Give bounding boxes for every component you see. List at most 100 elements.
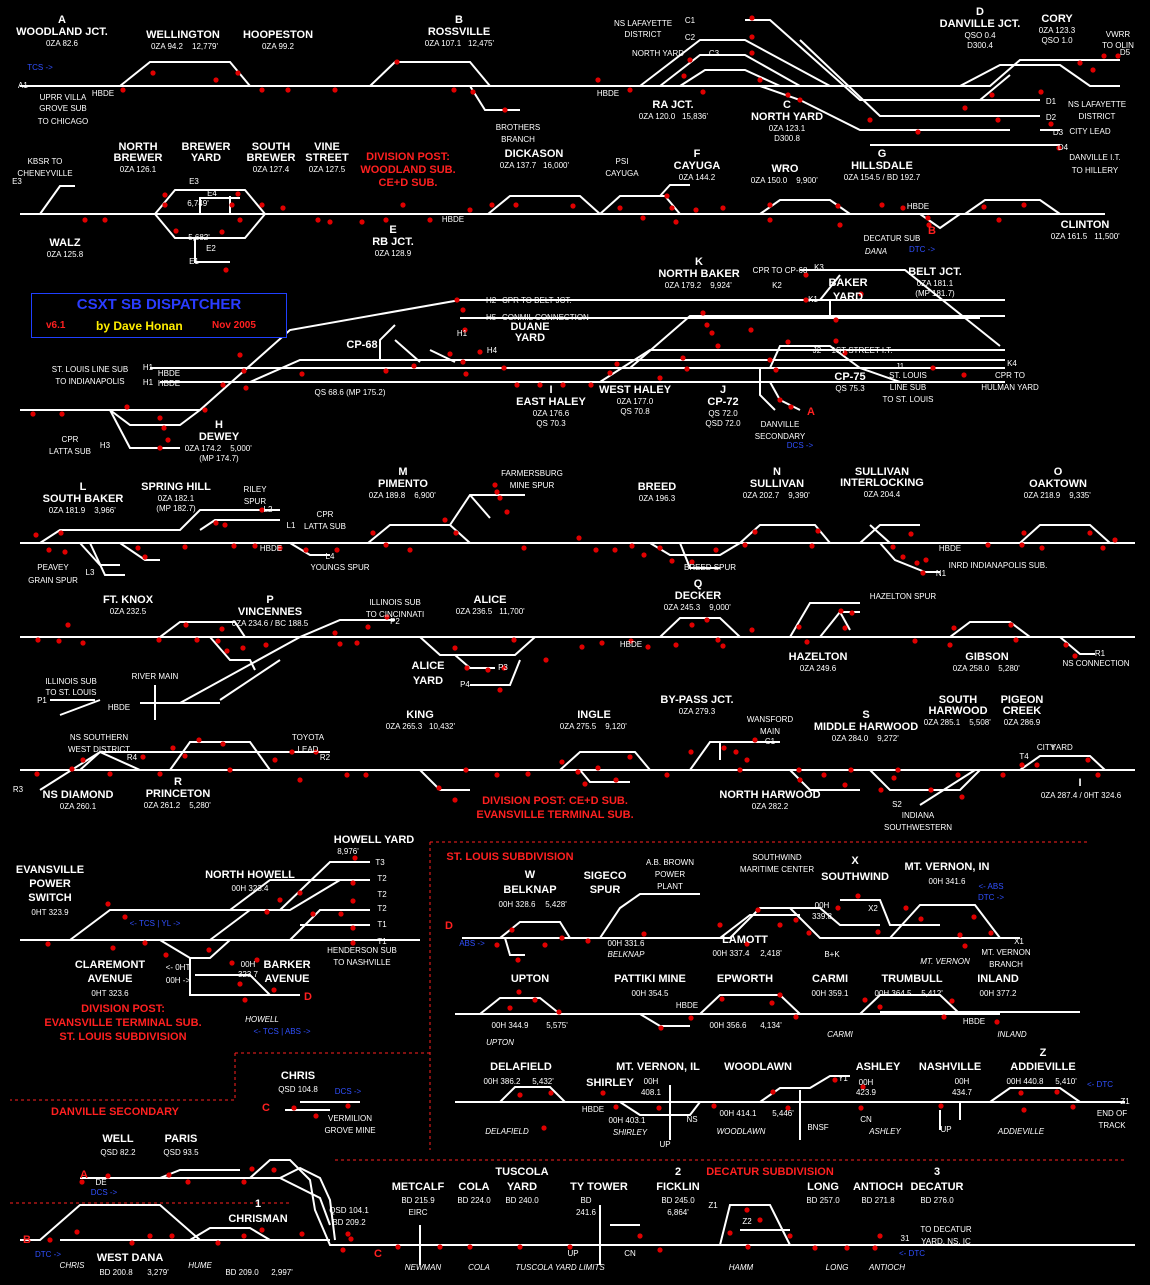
label: 434.7 — [952, 1088, 973, 1097]
label: 5,428' — [545, 900, 567, 909]
signal-icon — [303, 547, 309, 553]
signal-icon — [752, 529, 758, 535]
signal-icon — [669, 558, 675, 564]
station-name: CP-75 — [834, 371, 865, 383]
label: MARITIME CENTER — [740, 865, 814, 874]
signal-icon — [541, 1125, 547, 1131]
label: C — [374, 1248, 382, 1260]
track-segment — [194, 238, 230, 263]
label: NS SOUTHERN — [70, 733, 128, 742]
signal-icon — [842, 350, 848, 356]
signal-layer — [30, 15, 1121, 1253]
signal-icon — [467, 1244, 473, 1250]
label: INLAND — [997, 1030, 1027, 1039]
label: VWRR — [1106, 30, 1131, 39]
milepost: 0ZA 125.8 — [47, 250, 84, 259]
signal-icon — [1021, 530, 1027, 536]
signal-icon — [163, 952, 169, 958]
label: DTC -> — [909, 245, 935, 254]
signal-icon — [237, 217, 243, 223]
signal-icon — [237, 352, 243, 358]
track-segment — [487, 195, 601, 215]
banner-author: by Dave Honan — [96, 319, 183, 333]
signal-icon — [110, 945, 116, 951]
label: TO HILLERY — [1072, 166, 1119, 175]
label: YARD — [1051, 743, 1073, 752]
signal-icon — [576, 535, 582, 541]
label: UP — [940, 1125, 951, 1134]
signal-icon — [875, 929, 881, 935]
label: HAMM — [729, 1263, 754, 1272]
station-name: OAKTOWN — [1029, 478, 1087, 490]
label: T3 — [375, 858, 385, 867]
station-name: KING — [406, 709, 434, 721]
signal-icon — [254, 957, 260, 963]
signal-icon — [777, 397, 783, 403]
label: QSD 82.2 — [100, 1148, 136, 1157]
signal-icon — [955, 772, 961, 778]
milepost: D300.8 — [774, 134, 800, 143]
signal-icon — [259, 87, 265, 93]
signal-icon — [719, 996, 725, 1002]
signal-icon — [858, 1105, 864, 1111]
signal-icon — [877, 1233, 883, 1239]
label: VERMILION — [328, 1114, 372, 1123]
signal-icon — [241, 1179, 247, 1185]
label: PSI — [616, 157, 629, 166]
label: 00H 386.2 — [484, 1077, 521, 1086]
signal-icon — [220, 382, 226, 388]
signal-icon — [1056, 145, 1062, 151]
label: 8,976' — [337, 847, 359, 856]
station-name: PRINCETON — [146, 788, 211, 800]
station-name: ALICE — [474, 594, 507, 606]
label: Z1 — [708, 1201, 718, 1210]
milepost: 0ZA 285.1 — [924, 718, 961, 727]
label: Z2 — [742, 1217, 752, 1226]
station-name: SOUTH BAKER — [43, 493, 124, 505]
label: P1 — [37, 696, 47, 705]
signal-icon — [337, 641, 343, 647]
signal-icon — [599, 640, 605, 646]
track-segment — [249, 1159, 1135, 1246]
signal-icon — [359, 219, 365, 225]
label: MAIN — [760, 727, 780, 736]
signal-icon — [222, 522, 228, 528]
signal-icon — [46, 547, 52, 553]
track-segment — [689, 741, 780, 771]
label: H1 — [143, 363, 154, 372]
label: 4,134' — [760, 1021, 782, 1030]
signal-icon — [124, 404, 130, 410]
signal-icon — [35, 637, 41, 643]
signal-icon — [971, 914, 977, 920]
signal-icon — [755, 907, 761, 913]
signal-icon — [849, 610, 855, 616]
label: DANVILLE — [761, 420, 800, 429]
label: 00H — [241, 960, 256, 969]
signal-icon — [242, 997, 248, 1003]
signal-icon — [926, 222, 932, 228]
label: T4 — [1019, 752, 1029, 761]
label: NS — [686, 1115, 697, 1124]
signal-icon — [684, 366, 690, 372]
station-letter: I — [549, 384, 552, 396]
track-segment — [600, 907, 1020, 939]
track-segment — [20, 1204, 201, 1241]
signal-icon — [289, 749, 295, 755]
signal-icon — [890, 544, 896, 550]
signal-icon — [166, 1172, 172, 1178]
signal-icon — [354, 640, 360, 646]
signal-icon — [501, 665, 507, 671]
label: Y1 — [838, 1074, 848, 1083]
track-segment — [79, 542, 120, 566]
signal-icon — [613, 1104, 619, 1110]
label: <- DTC — [899, 1249, 925, 1258]
signal-icon — [299, 1231, 305, 1237]
signal-icon — [142, 554, 148, 560]
label: WOODLAWN — [717, 1127, 766, 1136]
signal-icon — [502, 107, 508, 113]
label: L1 — [287, 521, 296, 530]
signal-icon — [593, 547, 599, 553]
track-label: A1 — [18, 81, 28, 90]
milepost: 0ZA 260.1 — [60, 802, 97, 811]
